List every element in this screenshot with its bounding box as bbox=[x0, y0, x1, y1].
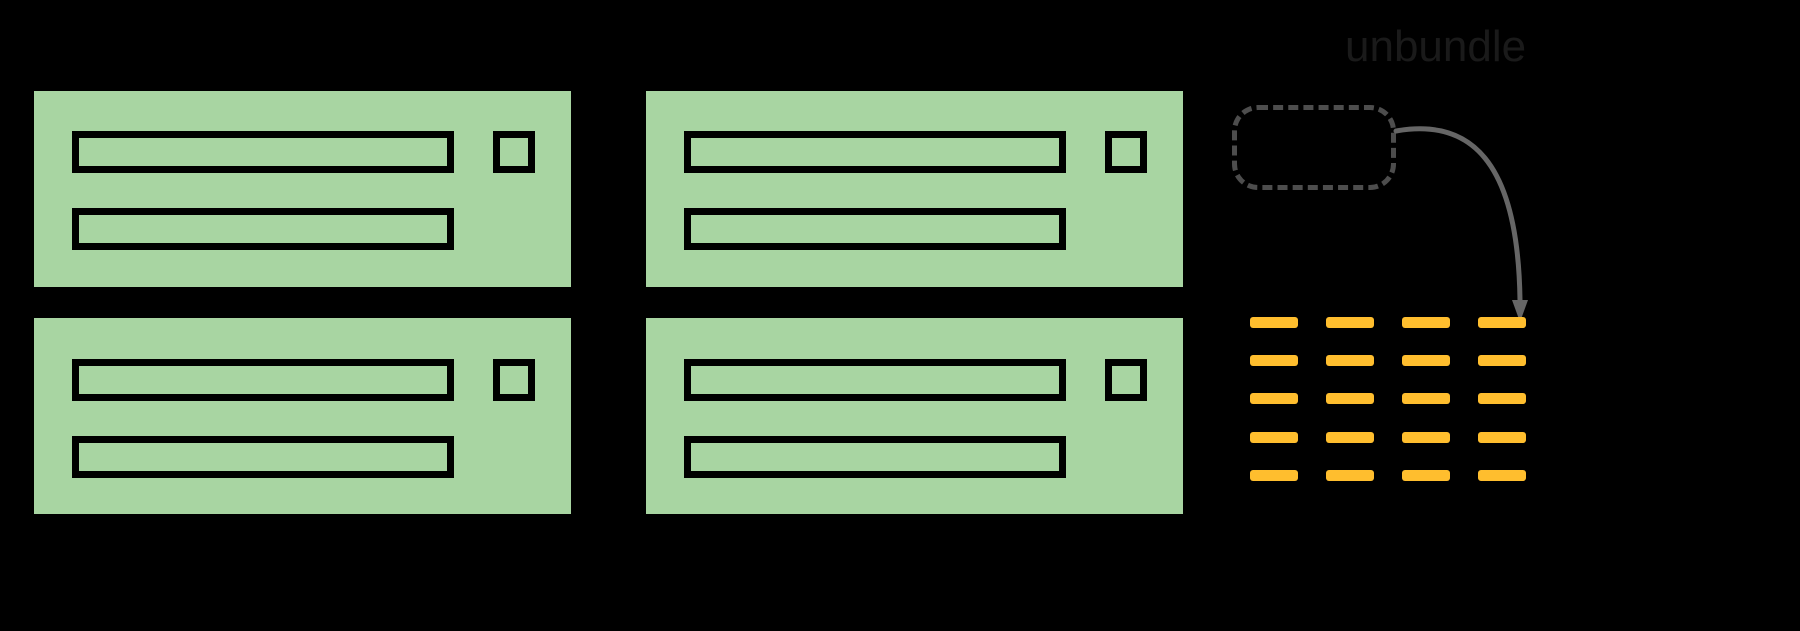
server-box-top-right[interactable] bbox=[646, 91, 1183, 287]
unbundle-label: unbundle bbox=[1345, 22, 1527, 71]
server-box-bottom-right[interactable] bbox=[646, 318, 1183, 514]
server-box-top-left-bar-1 bbox=[72, 131, 454, 173]
server-box-bottom-left-square-1 bbox=[493, 359, 535, 401]
dash-cell-r1-c1 bbox=[1250, 317, 1298, 328]
server-box-top-right-bar-2 bbox=[684, 208, 1066, 250]
dash-cell-r2-c1 bbox=[1250, 355, 1298, 366]
dash-cell-r1-c4 bbox=[1478, 317, 1526, 328]
server-box-bottom-right-bar-1 bbox=[684, 359, 1066, 401]
server-box-bottom-left-bar-1 bbox=[72, 359, 454, 401]
unbundle-flow-arrow-line bbox=[1393, 126, 1523, 303]
server-box-top-left-square-1 bbox=[493, 131, 535, 173]
dash-cell-r3-c1 bbox=[1250, 393, 1298, 404]
server-box-top-right-bar-1 bbox=[684, 131, 1066, 173]
dash-cell-r5-c4 bbox=[1478, 470, 1526, 481]
server-box-top-left[interactable] bbox=[34, 91, 571, 287]
dash-cell-r1-c3 bbox=[1402, 317, 1450, 328]
unbundled-group-outline[interactable] bbox=[1232, 105, 1396, 190]
dash-cell-r5-c3 bbox=[1402, 470, 1450, 481]
server-box-bottom-left-bar-2 bbox=[72, 436, 454, 478]
server-box-top-right-square-1 bbox=[1105, 131, 1147, 173]
dash-cell-r5-c1 bbox=[1250, 470, 1298, 481]
dash-cell-r4-c3 bbox=[1402, 432, 1450, 443]
dash-cell-r3-c4 bbox=[1478, 393, 1526, 404]
dash-cell-r2-c3 bbox=[1402, 355, 1450, 366]
dash-cell-r4-c1 bbox=[1250, 432, 1298, 443]
dash-cell-r5-c2 bbox=[1326, 470, 1374, 481]
dash-cell-r3-c2 bbox=[1326, 393, 1374, 404]
dash-cell-r4-c4 bbox=[1478, 432, 1526, 443]
dash-cell-r4-c2 bbox=[1326, 432, 1374, 443]
unbundled-square-2[interactable] bbox=[1324, 128, 1370, 174]
dash-cell-r3-c3 bbox=[1402, 393, 1450, 404]
server-box-bottom-right-square-1 bbox=[1105, 359, 1147, 401]
server-box-bottom-left[interactable] bbox=[34, 318, 571, 514]
dash-cell-r2-c2 bbox=[1326, 355, 1374, 366]
unbundled-square-1[interactable] bbox=[1258, 128, 1304, 174]
server-box-top-left-bar-2 bbox=[72, 208, 454, 250]
dash-cell-r2-c4 bbox=[1478, 355, 1526, 366]
dash-cell-r1-c2 bbox=[1326, 317, 1374, 328]
server-box-bottom-right-bar-2 bbox=[684, 436, 1066, 478]
